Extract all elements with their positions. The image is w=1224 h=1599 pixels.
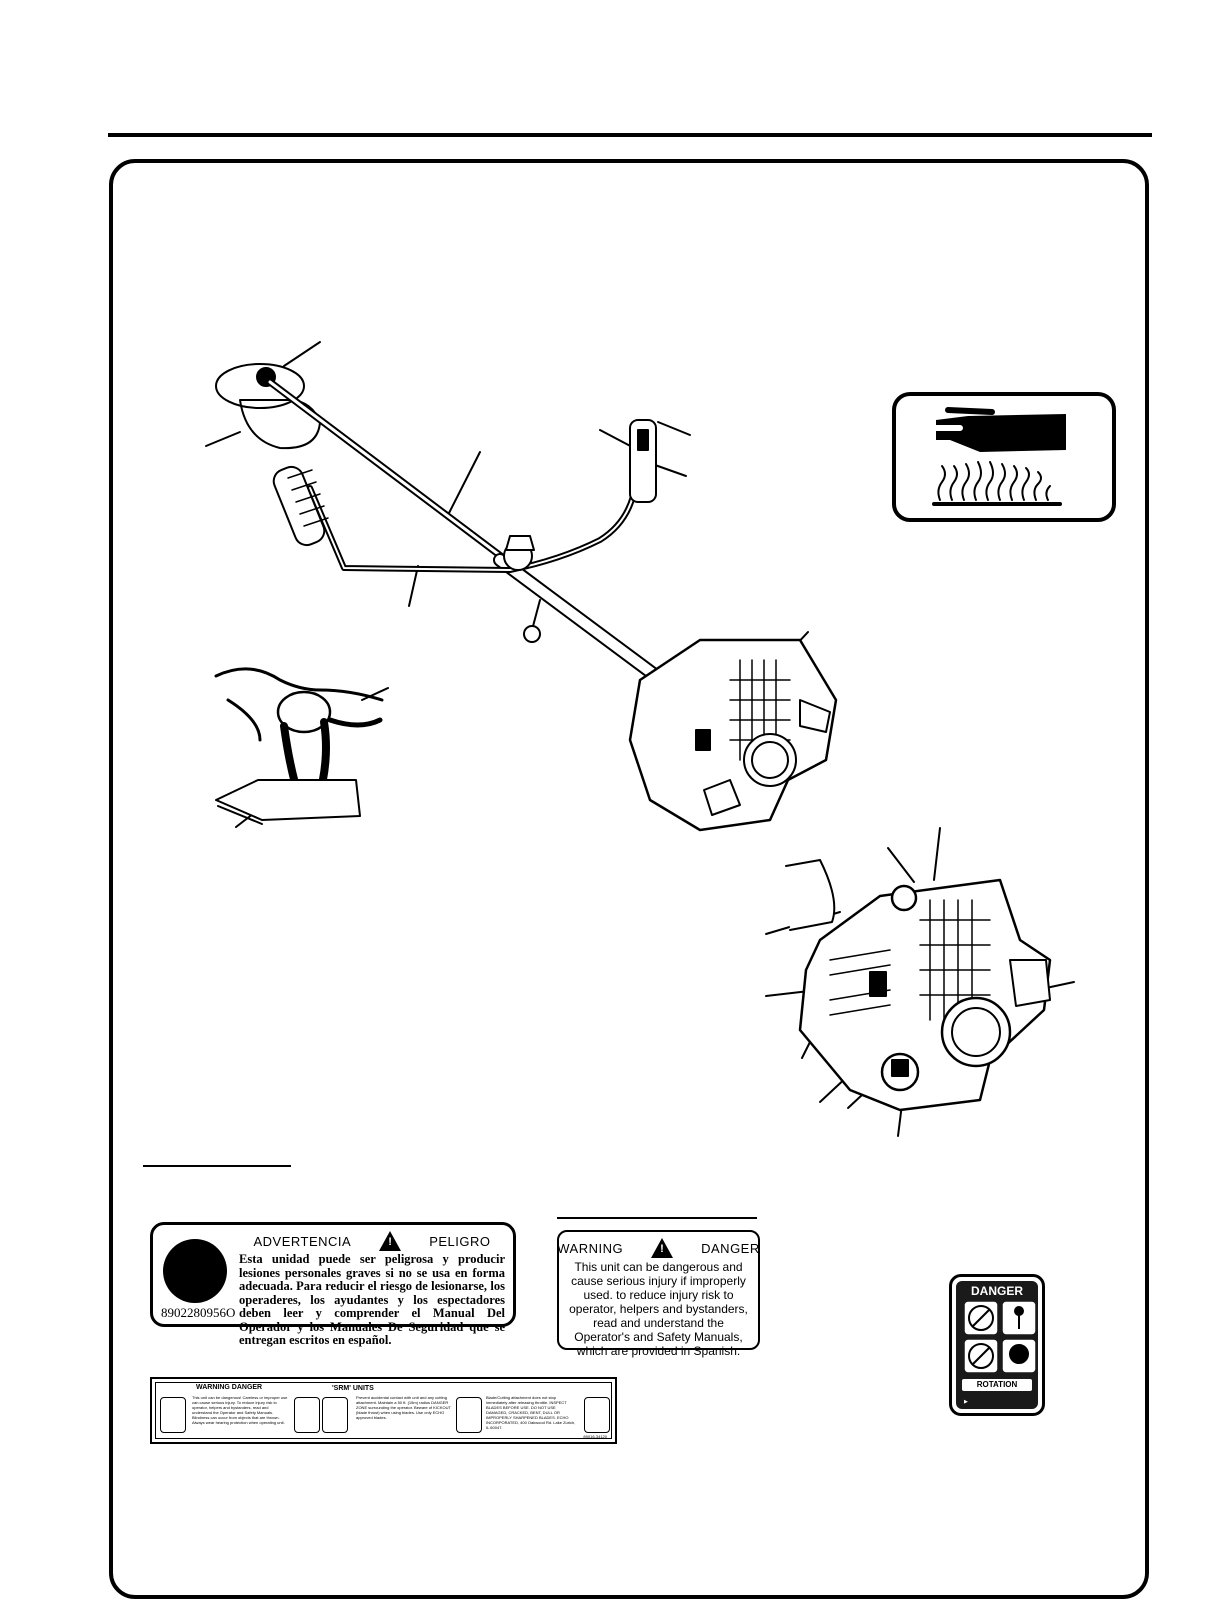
leader-line <box>657 421 691 436</box>
debris-shield-disc <box>215 363 305 409</box>
fuel-cap <box>703 779 741 816</box>
warning-triangle-icon: ! <box>379 1231 402 1251</box>
leader-line <box>361 687 389 701</box>
rotation-arrow-icon: ▶ <box>964 1399 968 1405</box>
leader-line <box>887 847 915 883</box>
leader-line <box>654 464 687 477</box>
decal-header: ADVERTENCIA ! PELIGRO <box>239 1231 505 1251</box>
rotation-label: ROTATION <box>962 1379 1032 1391</box>
operators-manual <box>215 779 361 821</box>
warning-label: WARNING <box>557 1240 624 1256</box>
srm-text-col: Blade/Cutting attachment does not stop i… <box>486 1395 576 1430</box>
srm-header: WARNING DANGER <box>196 1384 263 1391</box>
decal-inner-border <box>155 1382 612 1439</box>
illustration-layer <box>205 341 1075 1137</box>
top-rule <box>108 133 1152 137</box>
warning-label: ADVERTENCIA <box>253 1233 352 1249</box>
danger-title: DANGER <box>970 1284 1023 1298</box>
read-manual-icon <box>160 1397 186 1433</box>
section-underline <box>143 1165 291 1167</box>
danger-label: PELIGRO <box>429 1233 491 1249</box>
leader-line <box>205 431 241 447</box>
srm-units-decal: WARNING DANGER 'SRM' UNITS This unit can… <box>150 1377 617 1444</box>
blade-stop-icon <box>584 1397 610 1433</box>
hanger-ring <box>523 625 541 643</box>
danger-zone-icon <box>322 1397 348 1433</box>
leader-line <box>933 827 941 881</box>
decal-header: WARNING ! DANGER <box>557 1238 759 1258</box>
no-damaged-blade-icon <box>456 1397 482 1433</box>
leader-line <box>1045 981 1075 989</box>
hand-icon <box>936 414 1066 452</box>
srm-text-col: Prevent accidental contact with unit and… <box>356 1395 451 1420</box>
hot-surface-decal <box>892 392 1116 522</box>
leader-line <box>283 341 321 367</box>
throttle-grip <box>629 419 657 503</box>
left-grip <box>272 465 326 547</box>
danger-label: DANGER <box>701 1240 760 1256</box>
english-warning-decal: WARNING ! DANGER This unit can be danger… <box>557 1230 760 1358</box>
decal-part-number: 8902280956O <box>161 1305 236 1320</box>
harness-pad <box>276 690 332 734</box>
debris-shield <box>239 399 321 450</box>
danger-rotation-decal: DANGER ROTATION ▶ <box>949 1274 1045 1416</box>
decal-body-text: Esta unidad puede ser peligrosa y produc… <box>239 1252 505 1347</box>
spanish-warning-decal: 8902280956O ADVERTENCIA ! PELIGRO Esta u… <box>150 1222 516 1347</box>
ignition-switch <box>869 971 887 997</box>
read-manual-icon <box>163 1239 227 1303</box>
srm-text-col: This unit can be dangerous! Careless or … <box>192 1395 288 1425</box>
eye-protection-icon <box>294 1397 320 1433</box>
leader-line <box>447 451 481 516</box>
spark-plug-boot <box>890 884 918 912</box>
danger-pictograms <box>963 1300 1037 1374</box>
decal-part-number: 89016-34120 <box>583 1434 607 1439</box>
stop-switch <box>695 729 711 751</box>
leader-line <box>408 565 419 607</box>
decal-inner: DANGER ROTATION ▶ <box>956 1281 1038 1409</box>
warning-triangle-icon: ! <box>651 1238 674 1258</box>
srm-title: 'SRM' UNITS <box>332 1385 374 1392</box>
decal-body-text: This unit can be dangerous and cause ser… <box>569 1260 748 1358</box>
heat-waves-icon <box>937 461 1051 501</box>
english-decal-rule <box>557 1217 757 1219</box>
